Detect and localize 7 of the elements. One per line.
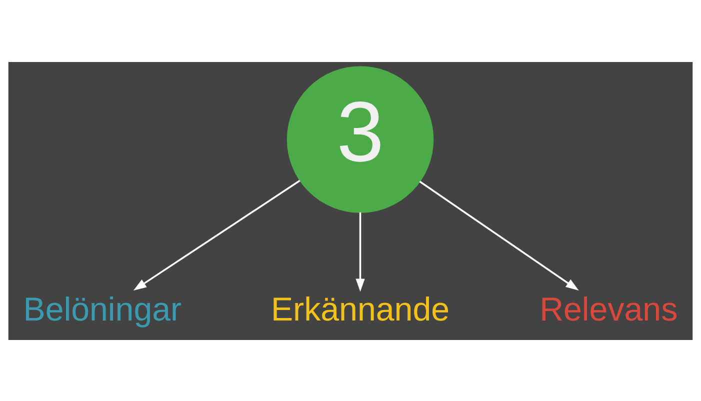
arrow: [133, 179, 300, 290]
node-text: Belöningar: [23, 290, 182, 328]
node-text: Relevans: [540, 290, 678, 328]
arrow: [419, 180, 579, 290]
node-text: Erkännande: [270, 290, 450, 328]
node-circle: 3: [286, 66, 434, 212]
arrow: [356, 212, 365, 292]
